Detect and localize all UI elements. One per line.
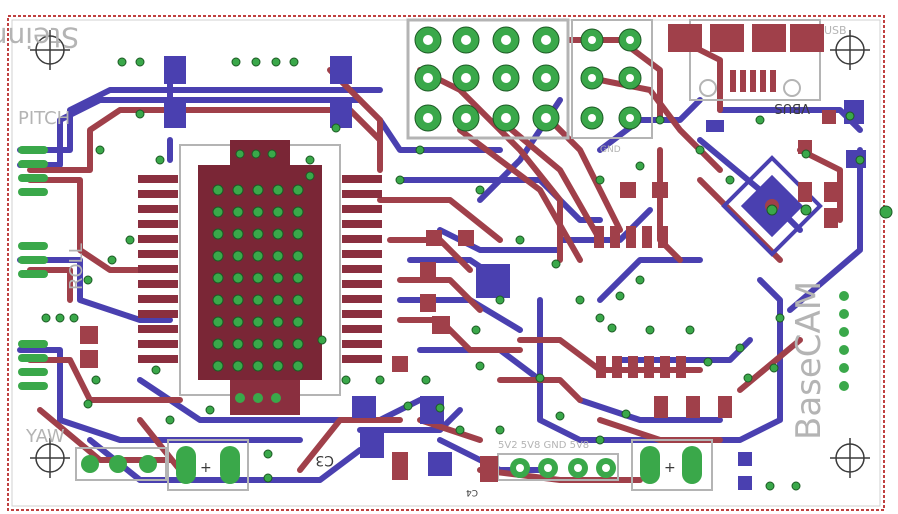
usb-silkscreen [689,19,821,101]
label-vbus: VBUS [774,100,810,115]
bottom-connector-left [75,447,167,481]
label-pins: 5V2 5V8 GND 5V8 [498,440,589,451]
board-title: Steinmetz Martinez [0,21,79,54]
main-ic-right-pins [342,175,382,363]
main-ic-thermal-vias [212,184,304,372]
power-connector-left: + [167,439,249,491]
header-2x3 [571,19,653,139]
label-usb: USB [824,24,847,37]
power-connector-right: + [631,439,713,491]
label-c3: C3 [315,452,334,468]
svg-text:+: + [664,460,676,476]
vias [41,57,893,491]
svg-text:+: + [200,460,212,476]
right-edge-pads [839,291,849,391]
label-roll: ROLL [66,243,87,290]
smd-components [80,56,866,490]
label-c4: C4 [466,487,478,497]
label-yaw: YAW [25,426,65,447]
usb-connector [668,19,824,101]
label-basecam: BaseCAM [789,281,829,440]
label-gnd: GND [600,145,621,155]
main-ic [138,140,382,415]
board-outline [7,15,885,511]
mounting-holes [30,30,870,478]
header-silkscreen [406,18,570,140]
left-edge-pads [18,146,48,390]
label-pitch: PITCH [18,108,70,129]
bottom-pin-row [497,453,619,481]
main-ic-left-pins [138,175,178,363]
header-2x3-silkscreen [571,19,653,139]
header-2x5 [406,18,570,140]
